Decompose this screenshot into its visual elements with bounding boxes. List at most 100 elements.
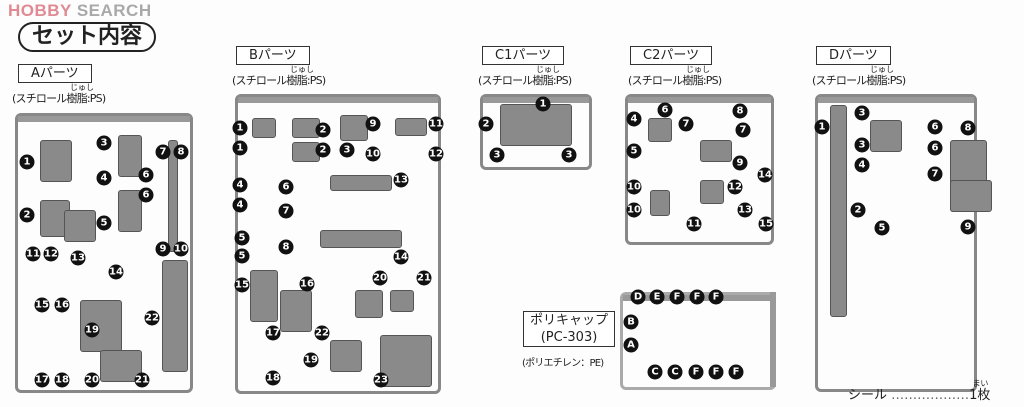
furigana: じゅし	[870, 65, 894, 74]
part-number-d-6: 6	[927, 119, 943, 135]
part-number-d-3: 3	[854, 137, 870, 153]
part-number-a-11: 11	[25, 246, 41, 262]
part-number-c2-10: 10	[626, 202, 642, 218]
part-number-c2-13: 13	[737, 202, 753, 218]
model-part-drawing	[500, 104, 572, 146]
model-part-drawing	[118, 190, 142, 232]
part-number-a-15: 15	[34, 297, 50, 313]
part-number-c2-10: 10	[626, 179, 642, 195]
part-number-b-14: 14	[393, 249, 409, 265]
sprue-d-material: (スチロール樹脂:PS)じゅし	[812, 65, 906, 87]
part-number-a-6: 6	[138, 187, 154, 203]
part-number-b-20: 20	[372, 270, 388, 286]
model-part-drawing	[330, 175, 392, 191]
part-number-c2-7: 7	[735, 122, 751, 138]
part-number-a-3: 3	[96, 135, 112, 151]
model-part-drawing	[390, 290, 414, 312]
part-number-c2-5: 5	[626, 143, 642, 159]
part-number-b-10: 10	[365, 146, 381, 162]
part-number-b-21: 21	[416, 270, 432, 286]
furigana: じゅし	[290, 65, 314, 74]
part-number-b-1: 1	[232, 120, 248, 136]
part-number-d-2: 2	[850, 202, 866, 218]
part-number-c2-4: 4	[626, 111, 642, 127]
part-number-pc-F: F	[708, 289, 724, 305]
part-number-b-9: 9	[365, 116, 381, 132]
part-number-d-1: 1	[814, 119, 830, 135]
model-part-drawing	[950, 180, 992, 212]
polycap-runner	[770, 292, 776, 387]
part-number-a-17: 17	[34, 372, 50, 388]
sprue-d-label: Dパーツ	[816, 46, 891, 65]
sprue-c2-frame	[625, 94, 774, 245]
part-number-b-6: 6	[278, 179, 294, 195]
part-number-c2-7: 7	[678, 116, 694, 132]
part-number-a-1: 1	[19, 154, 35, 170]
part-number-c2-14: 14	[757, 167, 773, 183]
model-part-drawing	[40, 140, 72, 182]
part-number-d-6: 6	[927, 140, 943, 156]
part-number-pc-A: A	[623, 337, 639, 353]
model-part-drawing	[168, 140, 178, 252]
part-number-b-7: 7	[278, 203, 294, 219]
model-part-drawing	[118, 135, 142, 177]
part-number-pc-E: E	[649, 289, 665, 305]
part-number-b-5: 5	[234, 230, 250, 246]
part-number-b-1: 1	[232, 140, 248, 156]
part-number-b-8: 8	[278, 239, 294, 255]
model-part-drawing	[395, 118, 427, 136]
part-number-b-12: 12	[428, 146, 444, 162]
model-part-drawing	[162, 260, 188, 372]
part-number-d-7: 7	[927, 166, 943, 182]
model-part-drawing	[355, 290, 383, 318]
part-number-a-12: 12	[43, 246, 59, 262]
model-part-drawing	[100, 350, 142, 382]
part-number-b-3: 3	[339, 142, 355, 158]
polycap-material: (ポリエチレン：PE)	[522, 358, 604, 369]
part-number-b-13: 13	[393, 172, 409, 188]
part-number-a-22: 22	[144, 310, 160, 326]
part-number-pc-B: B	[623, 314, 639, 330]
part-number-b-5: 5	[234, 248, 250, 264]
model-part-drawing	[252, 118, 276, 138]
polycap-label: ポリキャップ(PC-303)	[523, 311, 616, 347]
model-part-drawing	[700, 140, 732, 162]
sprue-c1-label: C1パーツ	[482, 46, 565, 65]
part-number-b-11: 11	[428, 116, 444, 132]
page-title: セット内容	[18, 22, 157, 52]
part-number-pc-F: F	[708, 364, 724, 380]
part-number-pc-F: F	[689, 289, 705, 305]
model-part-drawing	[250, 270, 278, 322]
part-number-c2-12: 12	[727, 179, 743, 195]
part-number-a-2: 2	[19, 207, 35, 223]
part-number-pc-C: C	[667, 364, 683, 380]
part-number-c2-8: 8	[732, 103, 748, 119]
part-number-a-5: 5	[96, 215, 112, 231]
part-number-c1-3: 3	[561, 147, 577, 163]
part-number-a-8: 8	[173, 144, 189, 160]
part-number-pc-D: D	[630, 289, 646, 305]
part-number-d-4: 4	[854, 157, 870, 173]
sprue-c2-material: (スチロール樹脂:PS)じゅし	[628, 65, 722, 87]
part-number-a-4: 4	[96, 170, 112, 186]
part-number-b-22: 22	[314, 325, 330, 341]
model-part-drawing	[830, 105, 847, 317]
part-number-a-13: 13	[70, 250, 86, 266]
part-number-b-16: 16	[299, 276, 315, 292]
part-number-c2-15: 15	[758, 216, 774, 232]
sprue-b-material: (スチロール樹脂:PS)じゅし	[232, 65, 326, 87]
part-number-a-10: 10	[173, 241, 189, 257]
model-part-drawing	[870, 120, 902, 152]
sprue-a-label: Aパーツ	[18, 64, 92, 83]
part-number-pc-F: F	[669, 289, 685, 305]
part-number-d-9: 9	[960, 219, 976, 235]
part-number-b-19: 19	[303, 352, 319, 368]
watermark-logo: HOBBY SEARCH	[8, 1, 152, 20]
sprue-b-label: Bパーツ	[236, 46, 310, 65]
part-number-b-17: 17	[265, 325, 281, 341]
part-number-a-9: 9	[155, 241, 171, 257]
model-part-drawing	[650, 190, 670, 216]
part-number-d-8: 8	[960, 120, 976, 136]
sprue-d-frame	[815, 94, 977, 392]
model-part-drawing	[64, 210, 96, 242]
